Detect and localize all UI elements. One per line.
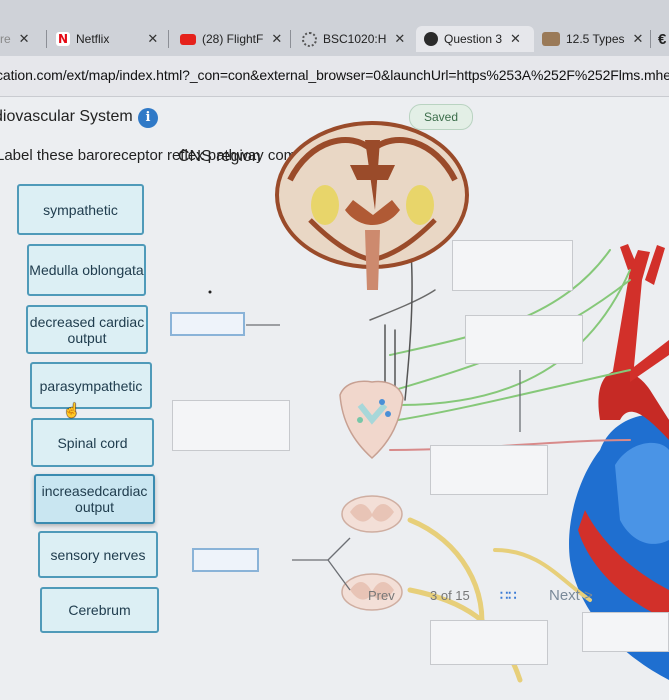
new-tab-icon[interactable]: € [658, 30, 667, 48]
tab-title: BSC1020:H [323, 32, 387, 46]
youtube-icon [180, 33, 196, 45]
drop-target-6[interactable] [192, 548, 259, 572]
drag-label-sensory-nerves[interactable]: sensory nerves [38, 531, 158, 578]
drag-label-decreased-cardiac-output[interactable]: decreased cardiac output [26, 305, 148, 354]
drag-label-medulla-oblongata[interactable]: Medulla oblongata [27, 244, 146, 296]
drag-label-cerebrum[interactable]: Cerebrum [40, 587, 159, 633]
browser-tab-12-5-types[interactable]: 12.5 Types ✕ [542, 26, 643, 52]
close-icon[interactable]: ✕ [18, 31, 30, 46]
module-title: diovascular System [0, 108, 133, 125]
drop-target-8[interactable] [430, 620, 548, 665]
tab-separator [168, 30, 169, 48]
hand-cursor-icon: ☝ [63, 402, 81, 418]
chevron-right-icon: > [584, 587, 593, 604]
baroreceptor-reflex-diagram [208, 121, 669, 683]
close-icon[interactable]: ✕ [632, 31, 644, 46]
close-icon[interactable]: ✕ [394, 31, 406, 46]
tab-title: Question 3 [444, 32, 503, 46]
url-text[interactable]: cation.com/ext/map/index.html?_con=con&e… [0, 67, 669, 83]
tab-separator [290, 30, 291, 48]
close-icon[interactable]: ✕ [271, 31, 283, 46]
loading-spinner-icon [302, 31, 317, 47]
tab-title: re [0, 32, 11, 46]
connect-logo-icon [424, 32, 438, 46]
question-instruction: Label these baroreceptor reflex pathway … [0, 147, 354, 164]
drop-target-2[interactable] [170, 312, 245, 336]
spinal-cord-section-lower [341, 573, 403, 611]
drop-target-3[interactable] [465, 315, 583, 364]
close-icon[interactable]: ✕ [510, 31, 521, 46]
next-label: Next [549, 587, 580, 604]
page-indicator: 3 of 15 [430, 588, 470, 603]
prev-button[interactable]: Prev [368, 588, 395, 603]
info-icon[interactable]: i [138, 108, 158, 128]
tab-title: 12.5 Types [566, 32, 625, 46]
medulla-section [339, 380, 404, 460]
marker-dot [208, 290, 212, 294]
address-bar[interactable]: cation.com/ext/map/index.html?_con=con&e… [0, 56, 669, 97]
browser-tab-0[interactable]: re ✕ [0, 26, 30, 52]
tab-separator [46, 30, 47, 48]
spinal-cord-section-upper [341, 495, 403, 533]
netflix-icon: N [56, 32, 70, 46]
tab-separator [650, 30, 651, 48]
browser-tab-question-3[interactable]: Question 3 ✕ [416, 26, 534, 52]
close-icon[interactable]: ✕ [147, 31, 159, 46]
browser-tab-youtube[interactable]: (28) FlightF ✕ [180, 26, 282, 52]
brain-cross-section [275, 121, 469, 290]
site-logo-icon [542, 32, 560, 46]
browser-tab-bsc1020[interactable]: BSC1020:H ✕ [302, 26, 405, 52]
drop-target-4[interactable] [172, 400, 290, 451]
drag-label-parasympathetic[interactable]: parasympathetic [30, 362, 152, 409]
drop-target-7[interactable] [582, 612, 669, 652]
tab-title: (28) FlightF [202, 32, 264, 46]
drop-target-1[interactable] [452, 240, 573, 291]
tab-title: Netflix [76, 32, 110, 46]
browser-tab-strip: re ✕ N Netflix ✕ (28) FlightF ✕ BSC1020:… [0, 0, 669, 56]
grid-icon[interactable]: ∷∷ [500, 588, 517, 603]
cns-region-label: CNS region [178, 148, 261, 165]
drop-target-5[interactable] [430, 445, 548, 495]
next-button[interactable]: Next > [549, 587, 593, 604]
drag-label-sympathetic[interactable]: sympathetic [17, 184, 144, 235]
drag-label-increased-cardiac-output[interactable]: increasedcardiac output [34, 474, 155, 524]
drag-label-spinal-cord[interactable]: Spinal cord [31, 418, 154, 467]
saved-badge: Saved [409, 104, 473, 130]
browser-tab-netflix[interactable]: N Netflix ✕ [56, 26, 158, 52]
